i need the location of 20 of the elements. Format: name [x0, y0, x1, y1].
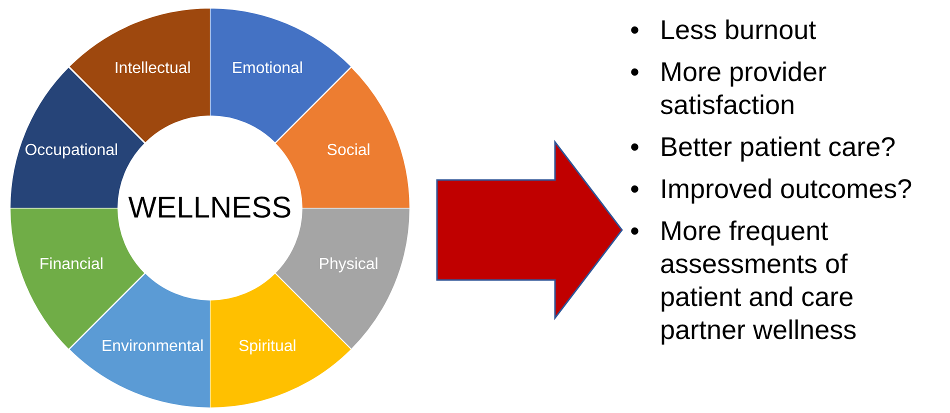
- bullet: •: [630, 14, 640, 47]
- segment-label: Financial: [39, 255, 104, 276]
- bullet: •: [630, 56, 640, 89]
- bullet: •: [630, 215, 640, 248]
- bullet-item: Better patient care?: [660, 131, 896, 164]
- bullet-item: More provider satisfaction: [660, 56, 828, 122]
- bullet: •: [630, 173, 640, 206]
- segment-label: Social: [326, 140, 370, 161]
- segment-label: Spiritual: [238, 336, 296, 357]
- block-arrow: [436, 140, 623, 320]
- segment-label: Intellectual: [114, 59, 191, 80]
- bullet: •: [630, 131, 640, 164]
- bullet-item: More frequent assessments of patient and care partner wellness: [660, 215, 858, 347]
- segment-label: Occupational: [24, 140, 118, 161]
- bullet-item: Improved outcomes?: [660, 173, 912, 206]
- segment-label: Emotional: [232, 59, 303, 80]
- segment-label: Environmental: [101, 336, 204, 357]
- bullet-item: Less burnout: [660, 14, 816, 47]
- center-label: WELLNESS: [128, 190, 292, 226]
- segment-label: Physical: [318, 255, 378, 276]
